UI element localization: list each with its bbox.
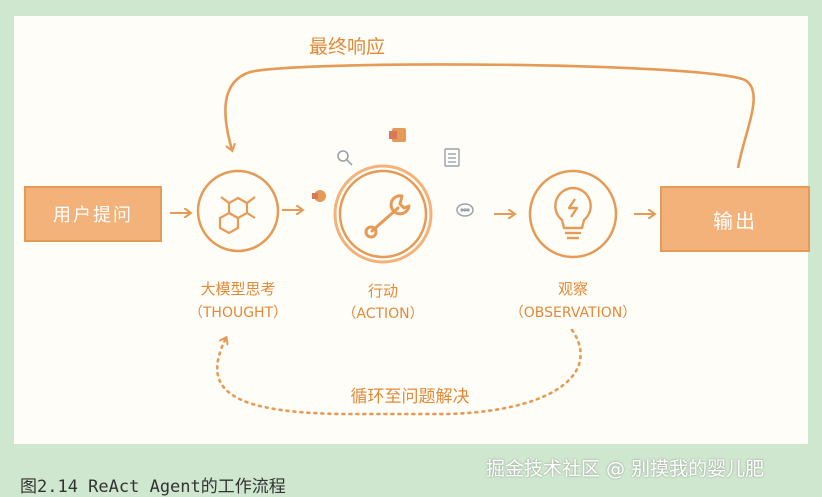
thought-title: 大模型思考	[200, 280, 276, 298]
chat-icon	[456, 203, 474, 217]
thought-circle	[196, 169, 280, 253]
thought-subtitle: （THOUGHT）	[188, 305, 288, 321]
observation-subtitle: （OBSERVATION）	[509, 305, 637, 321]
lightbulb-icon	[554, 186, 592, 240]
final-response-arrow	[224, 63, 755, 169]
action-title: 行动	[367, 282, 398, 300]
loop-label: 循环至问题解决	[350, 387, 470, 407]
loop-arrow	[216, 328, 582, 416]
magnifier-icon	[337, 150, 353, 166]
figure-caption: 图2.14 ReAct Agent的工作流程	[20, 477, 286, 497]
powerpoint-icon	[312, 190, 326, 202]
word-doc-icon	[389, 128, 406, 142]
action-inner-circle	[338, 169, 428, 259]
molecule-icon	[218, 196, 256, 235]
document-icon	[444, 148, 460, 167]
observation-title: 观察	[557, 280, 588, 298]
watermark: 掘金技术社区 @ 别摸我的婴儿肥	[486, 458, 765, 480]
wrench-icon	[364, 194, 411, 239]
action-subtitle: （ACTION）	[342, 306, 424, 322]
output-box: 输出	[660, 186, 810, 252]
user-question-box: 用户提问	[24, 186, 162, 242]
final-response-label: 最终响应	[308, 36, 385, 58]
